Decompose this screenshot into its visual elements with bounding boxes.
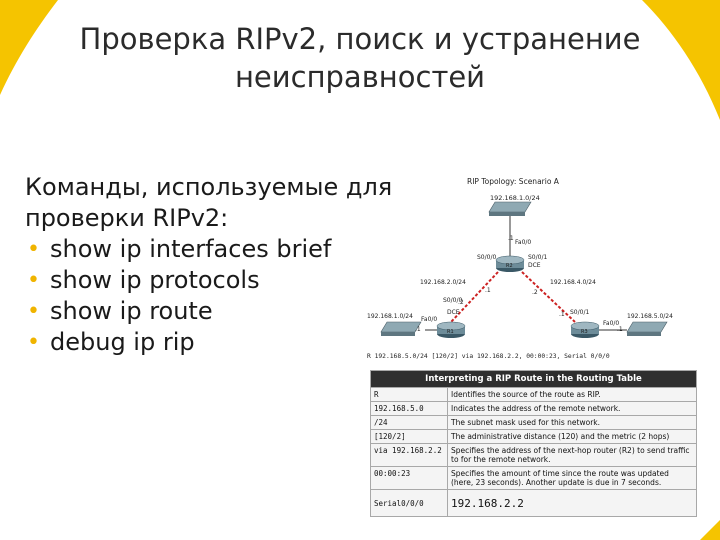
field-cell: 00:00:23 — [370, 466, 448, 490]
slide-title: Проверка RIPv2, поиск и устранение неисп… — [40, 20, 680, 96]
bullet-icon: • — [27, 330, 40, 355]
desc-cell: The subnet mask used for this network. — [447, 415, 697, 430]
desc-cell: Identifies the source of the route as RI… — [447, 387, 697, 402]
desc-cell: 192.168.2.2 — [447, 489, 697, 517]
table-row: [120/2] The administrative distance (120… — [370, 429, 697, 444]
table-row: 00:00:23 Specifies the amount of time si… — [370, 466, 697, 490]
router-r3-icon — [570, 321, 600, 338]
switch-left-icon — [380, 321, 422, 336]
r2-dce-label: DCE — [528, 262, 541, 269]
link-r2-r1 — [450, 271, 499, 323]
host-right-label: .1 — [617, 326, 623, 333]
link-left-r1-label: .2 — [458, 299, 464, 306]
host-top-label: .1 — [508, 235, 514, 242]
desc-cell: Indicates the address of the remote netw… — [447, 401, 697, 416]
command-item: • show ip protocols — [25, 265, 445, 296]
intro-text: Команды, используемые для проверки RIPv2… — [25, 173, 393, 232]
switch-top-icon — [488, 201, 532, 216]
table-row: via 192.168.2.2 Specifies the address of… — [370, 443, 697, 467]
r3-s01-label: S0/0/1 — [570, 309, 589, 316]
route-output-line: R 192.168.5.0/24 [120/2] via 192.168.2.2… — [367, 353, 610, 360]
title-line-2: неисправностей — [234, 60, 486, 94]
bullet-icon: • — [27, 268, 40, 293]
desc-cell: Specifies the address of the next-hop ro… — [447, 443, 697, 467]
title-line-1: Проверка RIPv2, поиск и устранение — [79, 22, 641, 56]
router-r2-label: R2 — [506, 263, 513, 269]
host-left-label: .1 — [415, 326, 421, 333]
link-right-r3-label: .1 — [559, 311, 565, 318]
wan-left-label: 192.168.2.0/24 — [420, 279, 466, 286]
command-item: • show ip interfaces brief — [25, 234, 445, 265]
table-row: /24 The subnet mask used for this networ… — [370, 415, 697, 430]
corner-swoosh-bottom — [700, 520, 720, 540]
bullet-icon: • — [27, 237, 40, 262]
bullet-icon: • — [27, 299, 40, 324]
router-r2-icon — [495, 255, 525, 272]
rip-topology-diagram: RIP Topology: Scenario A R2 R1 R3 192.16… — [367, 177, 673, 360]
desc-cell: The administrative distance (120) and th… — [447, 429, 697, 444]
field-cell: /24 — [370, 415, 448, 430]
r3-fa-label: Fa0/0 — [603, 320, 619, 327]
desc-cell: Specifies the amount of time since the r… — [447, 466, 697, 490]
field-cell: via 192.168.2.2 — [370, 443, 448, 467]
switch-right-icon — [626, 321, 668, 336]
lan-right-label: 192.168.5.0/24 — [627, 313, 673, 320]
r1-dce-label: DCE — [447, 309, 460, 316]
lan-left-label: 192.168.1.0/24 — [367, 313, 413, 320]
router-r3-label: R3 — [581, 329, 588, 335]
table-row: Serial0/0/0 192.168.2.2 — [370, 489, 697, 517]
router-r1-icon — [436, 321, 466, 338]
r1-s00-label: S0/0/0 — [443, 297, 462, 304]
r2-fa-label: Fa0/0 — [515, 239, 531, 246]
r2-s00-label: S0/0/0 — [477, 254, 496, 261]
table-row: R Identifies the source of the route as … — [370, 387, 697, 402]
command-text: show ip route — [50, 297, 213, 325]
slide-body: Команды, используемые для проверки RIPv2… — [25, 172, 445, 358]
topology-caption: RIP Topology: Scenario A — [467, 177, 560, 186]
field-cell: R — [370, 387, 448, 402]
command-text: show ip protocols — [50, 266, 260, 294]
link-left-r2-label: .1 — [485, 287, 491, 294]
r1-fa-label: Fa0/0 — [421, 316, 437, 323]
corner-swoosh-right — [642, 0, 720, 120]
command-list: • show ip interfaces brief • show ip proto… — [25, 234, 445, 358]
table-header: Interpreting a RIP Route in the Routing … — [370, 370, 697, 388]
r2-s01-label: S0/0/1 — [528, 254, 547, 261]
field-cell: 192.168.5.0 — [370, 401, 448, 416]
command-text: debug ip rip — [50, 328, 195, 356]
corner-swoosh-left — [0, 0, 58, 95]
table-header-row: Interpreting a RIP Route in the Routing … — [370, 370, 697, 388]
field-cell: Serial0/0/0 — [370, 489, 448, 517]
router-r1-label: R1 — [447, 329, 454, 335]
rip-route-table: Interpreting a RIP Route in the Routing … — [370, 370, 697, 517]
command-text: show ip interfaces brief — [50, 235, 332, 263]
link-r2-r3 — [521, 271, 576, 323]
lan-top-label: 192.168.1.0/24 — [490, 194, 540, 202]
command-item: • show ip route — [25, 296, 445, 327]
command-item: • debug ip rip — [25, 327, 445, 358]
field-cell: [120/2] — [370, 429, 448, 444]
link-right-r2-label: .2 — [532, 289, 538, 296]
wan-right-label: 192.168.4.0/24 — [550, 279, 596, 286]
table-row: 192.168.5.0 Indicates the address of the… — [370, 401, 697, 416]
